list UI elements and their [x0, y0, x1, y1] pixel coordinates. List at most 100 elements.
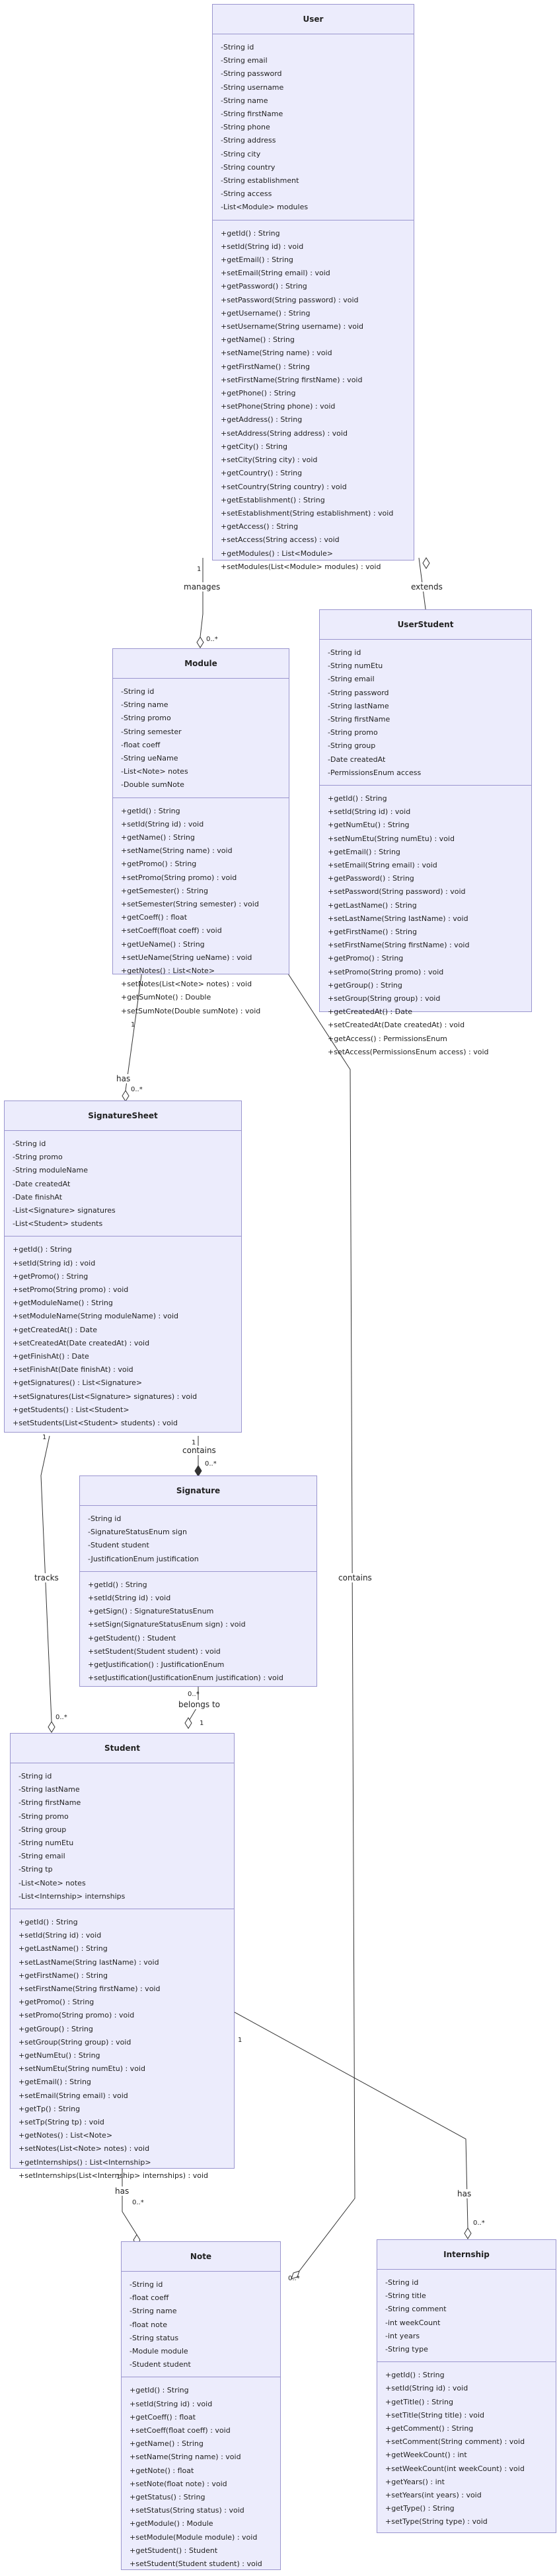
extends-label: extends	[410, 582, 444, 592]
attribute-row: -String id	[130, 2280, 163, 2289]
attribute-row: -String city	[221, 149, 261, 158]
attribute-row: -String id	[221, 43, 254, 51]
method-row: +setCountry(String country) : void	[221, 482, 347, 491]
attribute-row: -String promo	[121, 714, 171, 723]
method-row: +setPromo(String promo) : void	[19, 2011, 135, 2020]
class-title: User	[213, 5, 414, 34]
class-title: Module	[113, 649, 289, 679]
attribute-row: -String status	[130, 2333, 179, 2342]
method-row: +getName() : String	[130, 2439, 204, 2449]
contains-notes-label: contains	[337, 1573, 373, 1582]
tracks-to-mult: 0..*	[56, 1714, 67, 1721]
attribute-row: -String country	[221, 162, 276, 172]
class-title: SignatureSheet	[5, 1101, 241, 1131]
method-row: +setPromo(String promo) : void	[121, 873, 237, 882]
method-row: +setId(String id) : void	[13, 1258, 96, 1268]
method-row: +setCreatedAt(Date createdAt) : void	[328, 1021, 465, 1030]
class-methods: +getId() : String+setId(String id) : voi…	[377, 2362, 556, 2534]
method-row: +getSemester() : String	[121, 886, 208, 895]
method-row: +setUeName(String ueName) : void	[121, 953, 252, 962]
attribute-row: -String id	[328, 648, 361, 657]
method-row: +setInternships(List<Internship> interns…	[19, 2171, 209, 2180]
attribute-row: -String id	[88, 1514, 122, 1523]
method-row: +setFinishAt(Date finishAt) : void	[13, 1365, 133, 1374]
manages-label: manages	[182, 582, 222, 592]
attribute-row: -String type	[385, 2345, 428, 2354]
method-row: +setAddress(String address) : void	[221, 428, 348, 438]
class-internship: Internship -String id-String title-Strin…	[377, 2239, 556, 2533]
method-row: +getStudents() : List<Student>	[13, 1405, 130, 1414]
method-row: +getPhone() : String	[221, 389, 296, 398]
student-has-note-from-mult: 1	[116, 2173, 121, 2181]
student-has-internship-line	[234, 2012, 468, 2229]
method-row: +getPromo() : String	[19, 1998, 94, 2007]
belongs-to-diamond	[184, 1717, 192, 1729]
method-row: +getNumEtu() : String	[328, 821, 410, 830]
class-module: Module -String id-String name-String pro…	[112, 648, 289, 1015]
attribute-row: -String phone	[221, 123, 270, 132]
method-row: +getUeName() : String	[121, 939, 205, 949]
class-attributes: -String id-SignatureStatusEnum sign-Stud…	[80, 1506, 316, 1572]
attribute-row: -Date createdAt	[13, 1179, 71, 1188]
attribute-row: -String name	[121, 700, 168, 710]
method-row: +setCoeff(float coeff) : void	[130, 2426, 231, 2435]
tracks-label: tracks	[33, 1573, 60, 1582]
method-row: +getEmail() : String	[19, 2078, 91, 2087]
method-row: +setId(String id) : void	[130, 2399, 213, 2408]
method-row: +getPromo() : String	[13, 1271, 89, 1281]
attribute-row: -float note	[130, 2320, 167, 2329]
method-row: +setModules(List<Module> modules) : void	[221, 562, 381, 571]
tracks-diamond	[48, 1721, 56, 1733]
attribute-row: -List<Note> notes	[19, 1878, 86, 1887]
manages-line	[200, 558, 204, 638]
method-row: +getAddress() : String	[221, 415, 303, 424]
class-attributes: -String id-String numEtu-String email-St…	[320, 640, 531, 786]
method-row: +setAccess(String access) : void	[221, 535, 340, 545]
attribute-row: -Module module	[130, 2347, 188, 2356]
method-row: +setWeekCount(int weekCount) : void	[385, 2464, 525, 2473]
method-row: +setType(String type) : void	[385, 2517, 488, 2526]
method-row: +getId() : String	[121, 806, 180, 815]
method-row: +getType() : String	[385, 2504, 455, 2513]
method-row: +setModule(Module module) : void	[130, 2532, 258, 2542]
attribute-row: -String firstName	[328, 715, 390, 724]
class-attributes: -String id-float coeff-String name-float…	[122, 2272, 280, 2378]
attribute-row: -PermissionsEnum access	[328, 768, 422, 777]
class-student: Student -String id-String lastName-Strin…	[10, 1733, 235, 2180]
method-row: +getCity() : String	[221, 442, 287, 451]
method-row: +setId(String id) : void	[19, 1931, 102, 1940]
student-has-note-label: has	[114, 2186, 131, 2196]
method-row: +getCreatedAt() : Date	[328, 1007, 413, 1017]
method-row: +setEmail(String email) : void	[221, 269, 330, 278]
method-row: +getFirstName() : String	[328, 928, 417, 937]
class-title: UserStudent	[320, 610, 531, 640]
method-row: +setSemester(String semester) : void	[121, 900, 259, 909]
method-row: +getAccess() : String	[221, 522, 299, 531]
class-methods: +getId() : String+setId(String id) : voi…	[80, 1572, 316, 1691]
attribute-row: -int weekCount	[385, 2318, 441, 2327]
contains-notes-line	[287, 973, 355, 2272]
manages-diamond	[196, 636, 204, 648]
method-row: +getUsername() : String	[221, 308, 311, 318]
method-row: +getFirstName() : String	[221, 362, 310, 371]
method-row: +setFirstName(String firstName) : void	[328, 941, 470, 950]
attribute-row: -String title	[385, 2291, 426, 2301]
attribute-row: -Date createdAt	[328, 755, 386, 764]
attribute-row: -String numEtu	[328, 661, 383, 671]
method-row: +getCoeff() : float	[121, 913, 188, 922]
attribute-row: -JustificationEnum justification	[88, 1554, 199, 1563]
student-has-internship-diamond	[464, 2227, 472, 2239]
method-row: +setId(String id) : void	[328, 807, 411, 817]
attribute-row: -List<Module> modules	[221, 203, 309, 212]
method-row: +setComment(String comment) : void	[385, 2437, 525, 2447]
contains-notes-diamond	[291, 2270, 300, 2280]
method-row: +setCity(String city) : void	[221, 456, 318, 465]
class-user: User -String id-String email-String pass…	[212, 4, 414, 571]
method-row: +setId(String id) : void	[121, 819, 204, 829]
method-row: +getFirstName() : String	[19, 1971, 108, 1980]
belongs-to-from-mult: 0..*	[188, 1691, 200, 1698]
method-row: +setId(String id) : void	[221, 242, 304, 251]
method-row: +getCountry() : String	[221, 469, 303, 478]
contains-signature-label: contains	[181, 1446, 217, 1455]
method-row: +setEmail(String email) : void	[19, 2091, 128, 2100]
